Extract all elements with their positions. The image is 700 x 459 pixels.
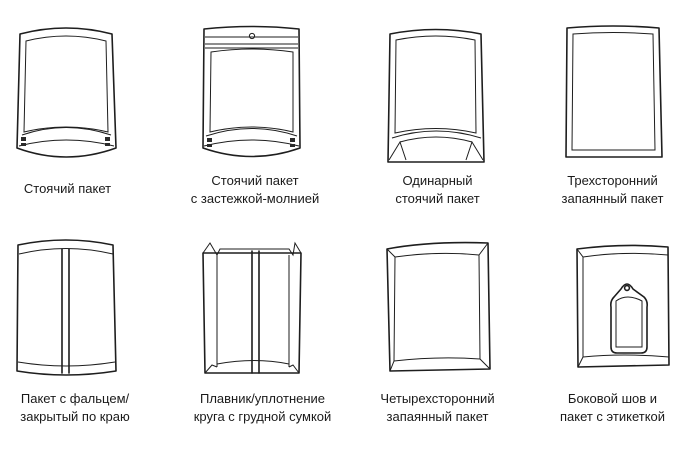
caption-line: закрытый по краю bbox=[20, 409, 130, 424]
fin-seal-pouch-illustration bbox=[202, 241, 302, 374]
caption-line: стоячий пакет bbox=[395, 191, 480, 206]
caption: Одинарный стоячий пакет bbox=[350, 172, 525, 208]
pouch-cell-single-standing: Одинарный стоячий пакет bbox=[350, 0, 525, 229]
caption: Стоячий пакет bbox=[0, 180, 135, 198]
pouch-cell-fold: Пакет с фальцем/ закрытый по краю bbox=[0, 229, 175, 458]
caption-line: пакет с этикеткой bbox=[559, 409, 666, 424]
caption-line: Трехсторонний bbox=[567, 173, 658, 188]
pouch-cell-side-seal-label: Боковой шов и пакет с этикеткой bbox=[525, 229, 700, 458]
caption-line: запаянный пакет bbox=[561, 191, 664, 206]
pouch-cell-three-side: Трехсторонний запаянный пакет bbox=[525, 0, 700, 229]
caption: Четырехсторонний запаянный пакет bbox=[350, 390, 525, 426]
caption-line: Стоячий пакет bbox=[23, 181, 112, 196]
caption-line: Боковой шов и bbox=[567, 391, 658, 406]
zipper-pouch-illustration bbox=[202, 25, 301, 158]
caption: Плавник/уплотнение круга с грудной сумко… bbox=[175, 390, 350, 426]
fold-pouch-illustration bbox=[16, 239, 117, 376]
caption: Трехсторонний запаянный пакет bbox=[525, 172, 700, 208]
pouch-cell-four-side: Четырехсторонний запаянный пакет bbox=[350, 229, 525, 458]
caption-line: Плавник/уплотнение bbox=[199, 391, 326, 406]
side-seal-label-pouch-illustration bbox=[576, 244, 670, 368]
caption-line: с застежкой-молнией bbox=[190, 191, 320, 206]
caption-line: Стоячий пакет bbox=[211, 173, 299, 188]
caption: Боковой шов и пакет с этикеткой bbox=[525, 390, 700, 426]
pouch-cell-zipper: Стоячий пакет с застежкой-молнией bbox=[175, 0, 350, 229]
caption: Пакет с фальцем/ закрытый по краю bbox=[0, 390, 150, 426]
caption-line: Четырехсторонний bbox=[380, 391, 495, 406]
caption-line: Одинарный bbox=[402, 173, 473, 188]
four-side-sealed-pouch-illustration bbox=[386, 241, 491, 372]
caption: Стоячий пакет с застежкой-молнией bbox=[175, 172, 335, 208]
three-side-sealed-pouch-illustration bbox=[565, 25, 663, 158]
pouch-cell-fin-seal: Плавник/уплотнение круга с грудной сумко… bbox=[175, 229, 350, 458]
pouch-cell-standing: Стоячий пакет bbox=[0, 0, 175, 229]
caption-line: запаянный пакет bbox=[386, 409, 489, 424]
caption-line: круга с грудной сумкой bbox=[193, 409, 332, 424]
caption-line: Пакет с фальцем/ bbox=[20, 391, 130, 406]
single-standing-pouch-illustration bbox=[387, 28, 485, 163]
standing-pouch-illustration bbox=[16, 27, 117, 158]
